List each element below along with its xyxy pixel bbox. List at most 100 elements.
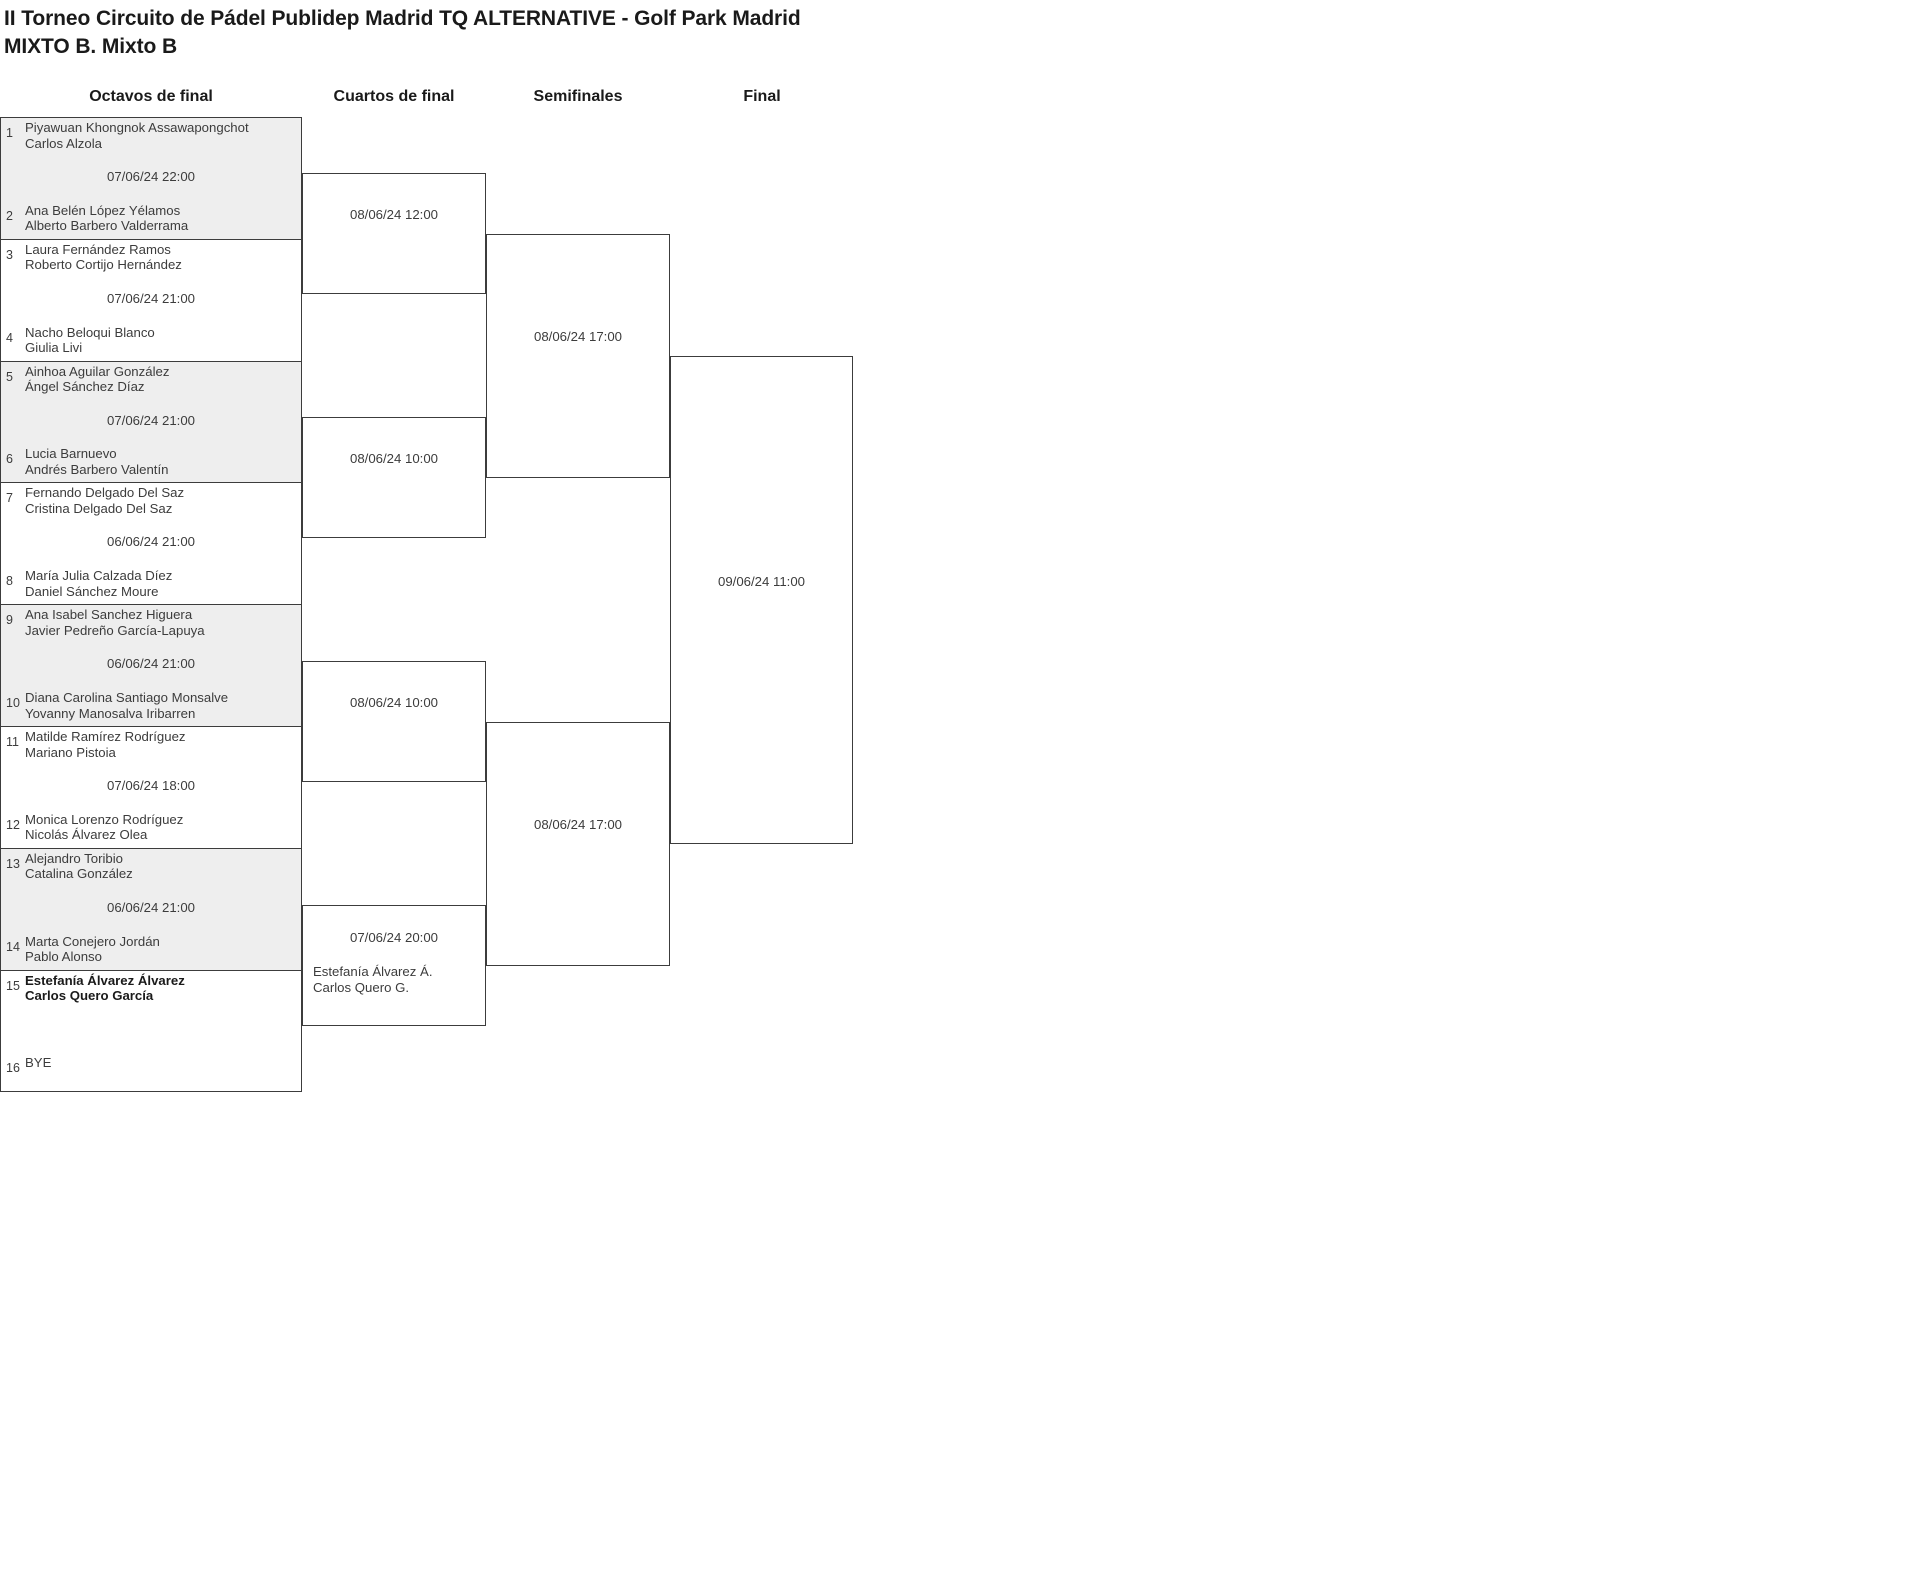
- player-2: Carlos Quero G.: [313, 979, 410, 995]
- player-1: Diana Carolina Santiago Monsalve: [25, 690, 229, 706]
- r16-slot-15[interactable]: 15 Estefanía Álvarez Álvarez Carlos Quer…: [1, 971, 301, 1032]
- seed-number: 14: [6, 939, 20, 954]
- page-title: II Torneo Circuito de Pádel Publidep Mad…: [4, 5, 1204, 60]
- r16-match-3[interactable]: 5 Ainhoa Aguilar González Ángel Sánchez …: [1, 361, 301, 484]
- tournament-bracket: 1 Piyawuan Khongnok Assawapongchot Carlo…: [0, 117, 1100, 1097]
- quarterfinal-match-3[interactable]: 08/06/24 10:00: [302, 661, 486, 782]
- match-datetime: 07/06/24 20:00: [350, 930, 438, 945]
- player-1: Nacho Beloqui Blanco: [25, 324, 155, 340]
- player-2: Nicolás Álvarez Olea: [25, 827, 148, 843]
- match-datetime: 07/06/24 22:00: [107, 169, 195, 184]
- team-name: Piyawuan Khongnok Assawapongchot Carlos …: [25, 120, 295, 151]
- player-2: Javier Pedreño García-Lapuya: [25, 622, 205, 638]
- r16-slot-10[interactable]: 10 Diana Carolina Santiago Monsalve Yova…: [1, 666, 301, 727]
- player-1: Lucia Barnuevo: [25, 446, 117, 462]
- player-2: Daniel Sánchez Moure: [25, 583, 159, 599]
- match-datetime: 08/06/24 10:00: [350, 451, 438, 466]
- match-datetime: 06/06/24 21:00: [107, 899, 195, 915]
- seed-number: 5: [6, 369, 13, 384]
- match-datetime: 07/06/24 21:00: [107, 412, 195, 428]
- semifinal-match-1[interactable]: 08/06/24 17:00: [486, 234, 670, 478]
- round-header-final: Final: [743, 88, 781, 105]
- match-datetime: 06/06/24 21:00: [107, 534, 195, 550]
- seed-number: 8: [6, 574, 13, 589]
- player-2: Carlos Quero García: [25, 988, 154, 1004]
- r16-slot-13[interactable]: 13 Alejandro Toribio Catalina González: [1, 849, 301, 910]
- r16-slot-6[interactable]: 6 Lucia Barnuevo Andrés Barbero Valentín: [1, 422, 301, 483]
- round-header-octavos: Octavos de final: [89, 88, 213, 105]
- player-1: Ana Belén López Yélamos: [25, 202, 181, 218]
- team-name: María Julia Calzada Díez Daniel Sánchez …: [25, 568, 295, 599]
- round-header-semifinales: Semifinales: [533, 88, 623, 105]
- r16-slot-4[interactable]: 4 Nacho Beloqui Blanco Giulia Livi: [1, 301, 301, 362]
- final-match[interactable]: 09/06/24 11:00: [670, 356, 853, 844]
- seed-number: 9: [6, 613, 13, 628]
- player-1: Estefanía Álvarez Álvarez: [25, 972, 185, 988]
- team-name-bye: BYE: [25, 1055, 295, 1071]
- quarterfinal-match-2[interactable]: 08/06/24 10:00: [302, 417, 486, 538]
- team-name: Diana Carolina Santiago Monsalve Yovanny…: [25, 690, 295, 721]
- r16-slot-16[interactable]: 16 BYE: [1, 1031, 301, 1092]
- r16-slot-8[interactable]: 8 María Julia Calzada Díez Daniel Sánche…: [1, 544, 301, 605]
- player-2: Carlos Alzola: [25, 135, 102, 151]
- player-2: Ángel Sánchez Díaz: [25, 379, 145, 395]
- semifinal-match-2[interactable]: 08/06/24 17:00: [486, 722, 670, 966]
- page-title-line-2: MIXTO B. Mixto B: [4, 34, 178, 58]
- seed-number: 7: [6, 491, 13, 506]
- match-datetime: 09/06/24 11:00: [717, 574, 806, 589]
- match-datetime: 07/06/24 21:00: [107, 290, 195, 306]
- player-2: Roberto Cortijo Hernández: [25, 257, 182, 273]
- player-1: Monica Lorenzo Rodríguez: [25, 811, 184, 827]
- seed-number: 1: [6, 126, 13, 140]
- player-2: Pablo Alonso: [25, 949, 102, 965]
- r16-match-6[interactable]: 11 Matilde Ramírez Rodríguez Mariano Pis…: [1, 727, 301, 849]
- team-name: Laura Fernández Ramos Roberto Cortijo He…: [25, 242, 295, 273]
- r16-slot-11[interactable]: 11 Matilde Ramírez Rodríguez Mariano Pis…: [1, 727, 301, 788]
- player-2: Andrés Barbero Valentín: [25, 461, 169, 477]
- seed-number: 15: [6, 978, 20, 993]
- player-1: Ainhoa Aguilar González: [25, 363, 170, 379]
- r16-slot-5[interactable]: 5 Ainhoa Aguilar González Ángel Sánchez …: [1, 362, 301, 423]
- player-1: Marta Conejero Jordán: [25, 933, 160, 949]
- quarterfinal-match-4[interactable]: 07/06/24 20:00 Estefanía Álvarez Á. Carl…: [302, 905, 486, 1026]
- team-name: Ana Isabel Sanchez Higuera Javier Pedreñ…: [25, 607, 295, 638]
- team-name: Ainhoa Aguilar González Ángel Sánchez Dí…: [25, 364, 295, 395]
- r16-match-7[interactable]: 13 Alejandro Toribio Catalina González 0…: [1, 848, 301, 971]
- match-datetime: 06/06/24 21:00: [107, 656, 195, 672]
- r16-match-8[interactable]: 15 Estefanía Álvarez Álvarez Carlos Quer…: [1, 971, 301, 1093]
- r16-match-2[interactable]: 3 Laura Fernández Ramos Roberto Cortijo …: [1, 240, 301, 362]
- player-1: Fernando Delgado Del Saz: [25, 485, 185, 501]
- player-1: Laura Fernández Ramos: [25, 241, 171, 257]
- seed-number: 10: [6, 696, 20, 711]
- seed-number: 11: [6, 735, 19, 749]
- seed-number: 12: [6, 817, 20, 832]
- r16-slot-12[interactable]: 12 Monica Lorenzo Rodríguez Nicolás Álva…: [1, 788, 301, 849]
- r16-match-5[interactable]: 9 Ana Isabel Sanchez Higuera Javier Pedr…: [1, 605, 301, 727]
- player-1: María Julia Calzada Díez: [25, 568, 173, 584]
- team-name: Fernando Delgado Del Saz Cristina Delgad…: [25, 485, 295, 516]
- quarterfinal-match-1[interactable]: 08/06/24 12:00: [302, 173, 486, 294]
- seed-number: 6: [6, 452, 13, 467]
- player-2: Mariano Pistoia: [25, 744, 116, 760]
- player-2: Alberto Barbero Valderrama: [25, 218, 189, 234]
- r16-match-4[interactable]: 7 Fernando Delgado Del Saz Cristina Delg…: [1, 483, 301, 606]
- r16-match-1[interactable]: 1 Piyawuan Khongnok Assawapongchot Carlo…: [1, 118, 301, 240]
- r16-slot-1[interactable]: 1 Piyawuan Khongnok Assawapongchot Carlo…: [1, 118, 301, 179]
- match-datetime: 08/06/24 10:00: [350, 695, 438, 710]
- r16-slot-3[interactable]: 3 Laura Fernández Ramos Roberto Cortijo …: [1, 240, 301, 301]
- r16-slot-2[interactable]: 2 Ana Belén López Yélamos Alberto Barber…: [1, 179, 301, 240]
- player-2: Giulia Livi: [25, 340, 83, 356]
- r16-slot-9[interactable]: 9 Ana Isabel Sanchez Higuera Javier Pedr…: [1, 605, 301, 666]
- seed-number: 3: [6, 247, 13, 262]
- r16-slot-7[interactable]: 7 Fernando Delgado Del Saz Cristina Delg…: [1, 483, 301, 544]
- match-datetime: 07/06/24 18:00: [107, 778, 195, 793]
- team-name: Marta Conejero Jordán Pablo Alonso: [25, 934, 295, 965]
- r16-slot-14[interactable]: 14 Marta Conejero Jordán Pablo Alonso: [1, 910, 301, 971]
- round-of-16-column: 1 Piyawuan Khongnok Assawapongchot Carlo…: [0, 117, 302, 1092]
- page-title-line-1: II Torneo Circuito de Pádel Publidep Mad…: [4, 7, 801, 30]
- match-datetime: 08/06/24 12:00: [350, 207, 438, 222]
- round-header-cuartos: Cuartos de final: [333, 88, 455, 105]
- seed-number: 16: [6, 1061, 20, 1076]
- seed-number: 4: [6, 330, 13, 345]
- player-2: Yovanny Manosalva Iribarren: [25, 705, 196, 721]
